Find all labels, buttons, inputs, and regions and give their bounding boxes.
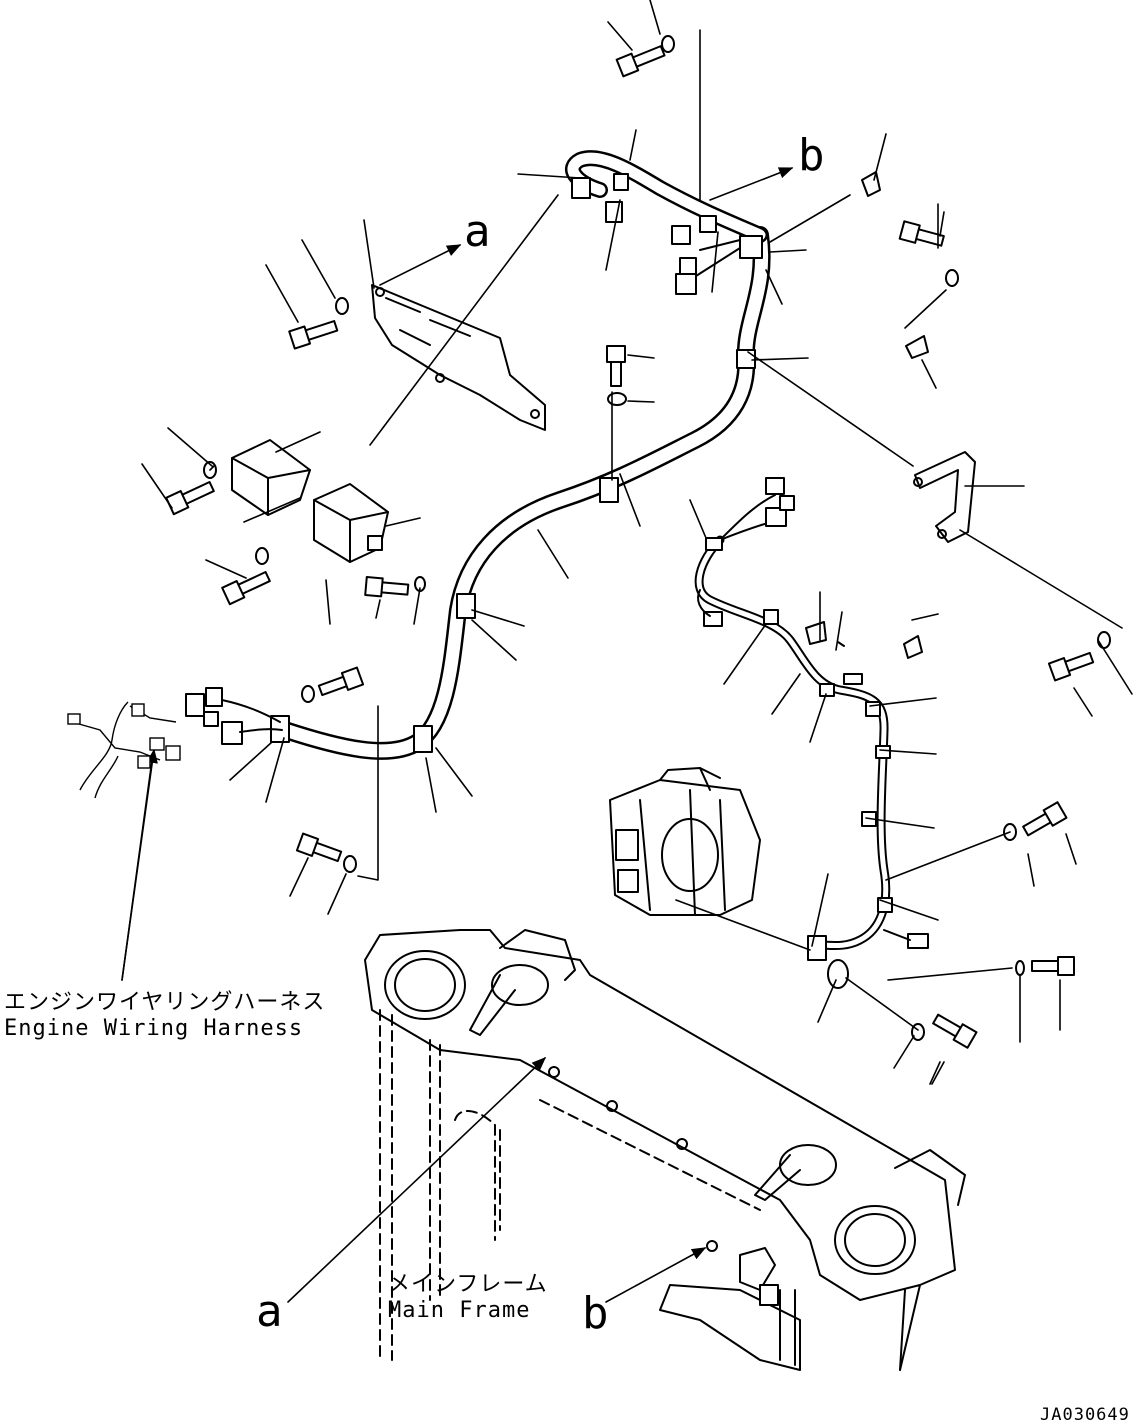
callout-a-bottom: a [256, 1286, 283, 1337]
left-connectors [185, 687, 283, 745]
callout-a-top: a [464, 206, 491, 257]
drawing-code: JA030649 [1040, 1405, 1130, 1425]
main-frame-label-jp: メインフレーム [388, 1272, 548, 1297]
pump-assembly [609, 767, 761, 916]
washers [203, 35, 1111, 1041]
engine-harness-label-en: Engine Wiring Harness [4, 1016, 304, 1041]
main-wiring-harness [270, 150, 771, 760]
leader-lines [121, 0, 1133, 1085]
small-clips [805, 171, 929, 659]
sensor-harness [694, 477, 929, 989]
main-frame-label-en: Main Frame [388, 1298, 531, 1323]
controller-boxes [231, 439, 389, 563]
right-bracket [913, 451, 976, 543]
engine-harness-label-jp: エンジンワイヤリングハーネス [4, 990, 326, 1015]
bracket-plate [371, 284, 546, 431]
callout-b-bottom: b [582, 1288, 609, 1339]
engine-harness-inset [67, 701, 181, 799]
bolts [165, 45, 1095, 1049]
callout-b-top: b [798, 130, 825, 181]
direction-arrows [121, 167, 794, 1303]
main-frame [364, 929, 966, 1371]
top-connectors [571, 173, 741, 295]
